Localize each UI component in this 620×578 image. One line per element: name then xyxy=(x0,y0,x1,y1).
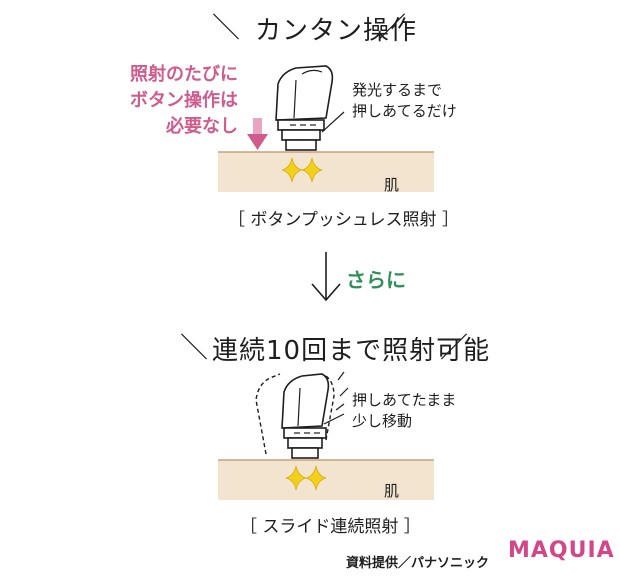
device-note-line: 押しあてるだけ xyxy=(352,102,457,120)
down-arrow-icon xyxy=(311,252,341,302)
pink-note-line: 照射のたびに xyxy=(130,64,238,85)
section2-title: 連続10回まで照射可能 xyxy=(212,336,491,366)
device-icon xyxy=(281,373,330,459)
skin-label-1: 肌 xyxy=(384,176,400,194)
device-note-1: 発光するまで 押しあてるだけ xyxy=(352,80,457,122)
device-icon xyxy=(275,65,334,151)
caption-1: ［ ボタンプッシュレス照射 ］ xyxy=(228,210,459,230)
leader-line-1 xyxy=(321,111,345,133)
skin-label-2: 肌 xyxy=(384,482,400,500)
brand-logo: MAQUIA xyxy=(508,538,615,563)
pink-note: 照射のたびに ボタン操作は 必要なし xyxy=(88,62,238,140)
source-credit: 資料提供／パナソニック xyxy=(346,556,490,571)
light-sparkle-icon xyxy=(285,465,327,491)
section1-title: カンタン操作 xyxy=(255,16,418,46)
device-note-line: 発光するまで xyxy=(352,81,443,99)
motion-ghost-left xyxy=(255,373,281,455)
title-slash-right: ／ xyxy=(378,11,407,44)
caption-2: ［ スライド連続照射 ］ xyxy=(240,517,421,537)
skin-layer-2 xyxy=(218,460,434,500)
pink-note-line: 必要なし xyxy=(166,116,238,137)
device-note-2: 押しあてたまま 少し移動 xyxy=(352,390,456,432)
leader-line-2 xyxy=(323,413,345,425)
motion-ghost-right xyxy=(325,375,335,441)
device-note-line: 押しあてたまま xyxy=(352,391,457,409)
title-slash-right: ／ xyxy=(440,331,469,364)
press-arrow-icon xyxy=(247,118,268,150)
pink-note-line: ボタン操作は xyxy=(130,90,238,111)
transition-label: さらに xyxy=(346,268,406,292)
device-note-line: 少し移動 xyxy=(352,412,413,430)
title-slash-left: ＼ xyxy=(212,11,241,44)
motion-lines xyxy=(335,371,349,411)
light-sparkle-icon xyxy=(281,157,323,183)
title-slash-left: ＼ xyxy=(180,331,209,364)
skin-layer-1 xyxy=(218,152,434,192)
